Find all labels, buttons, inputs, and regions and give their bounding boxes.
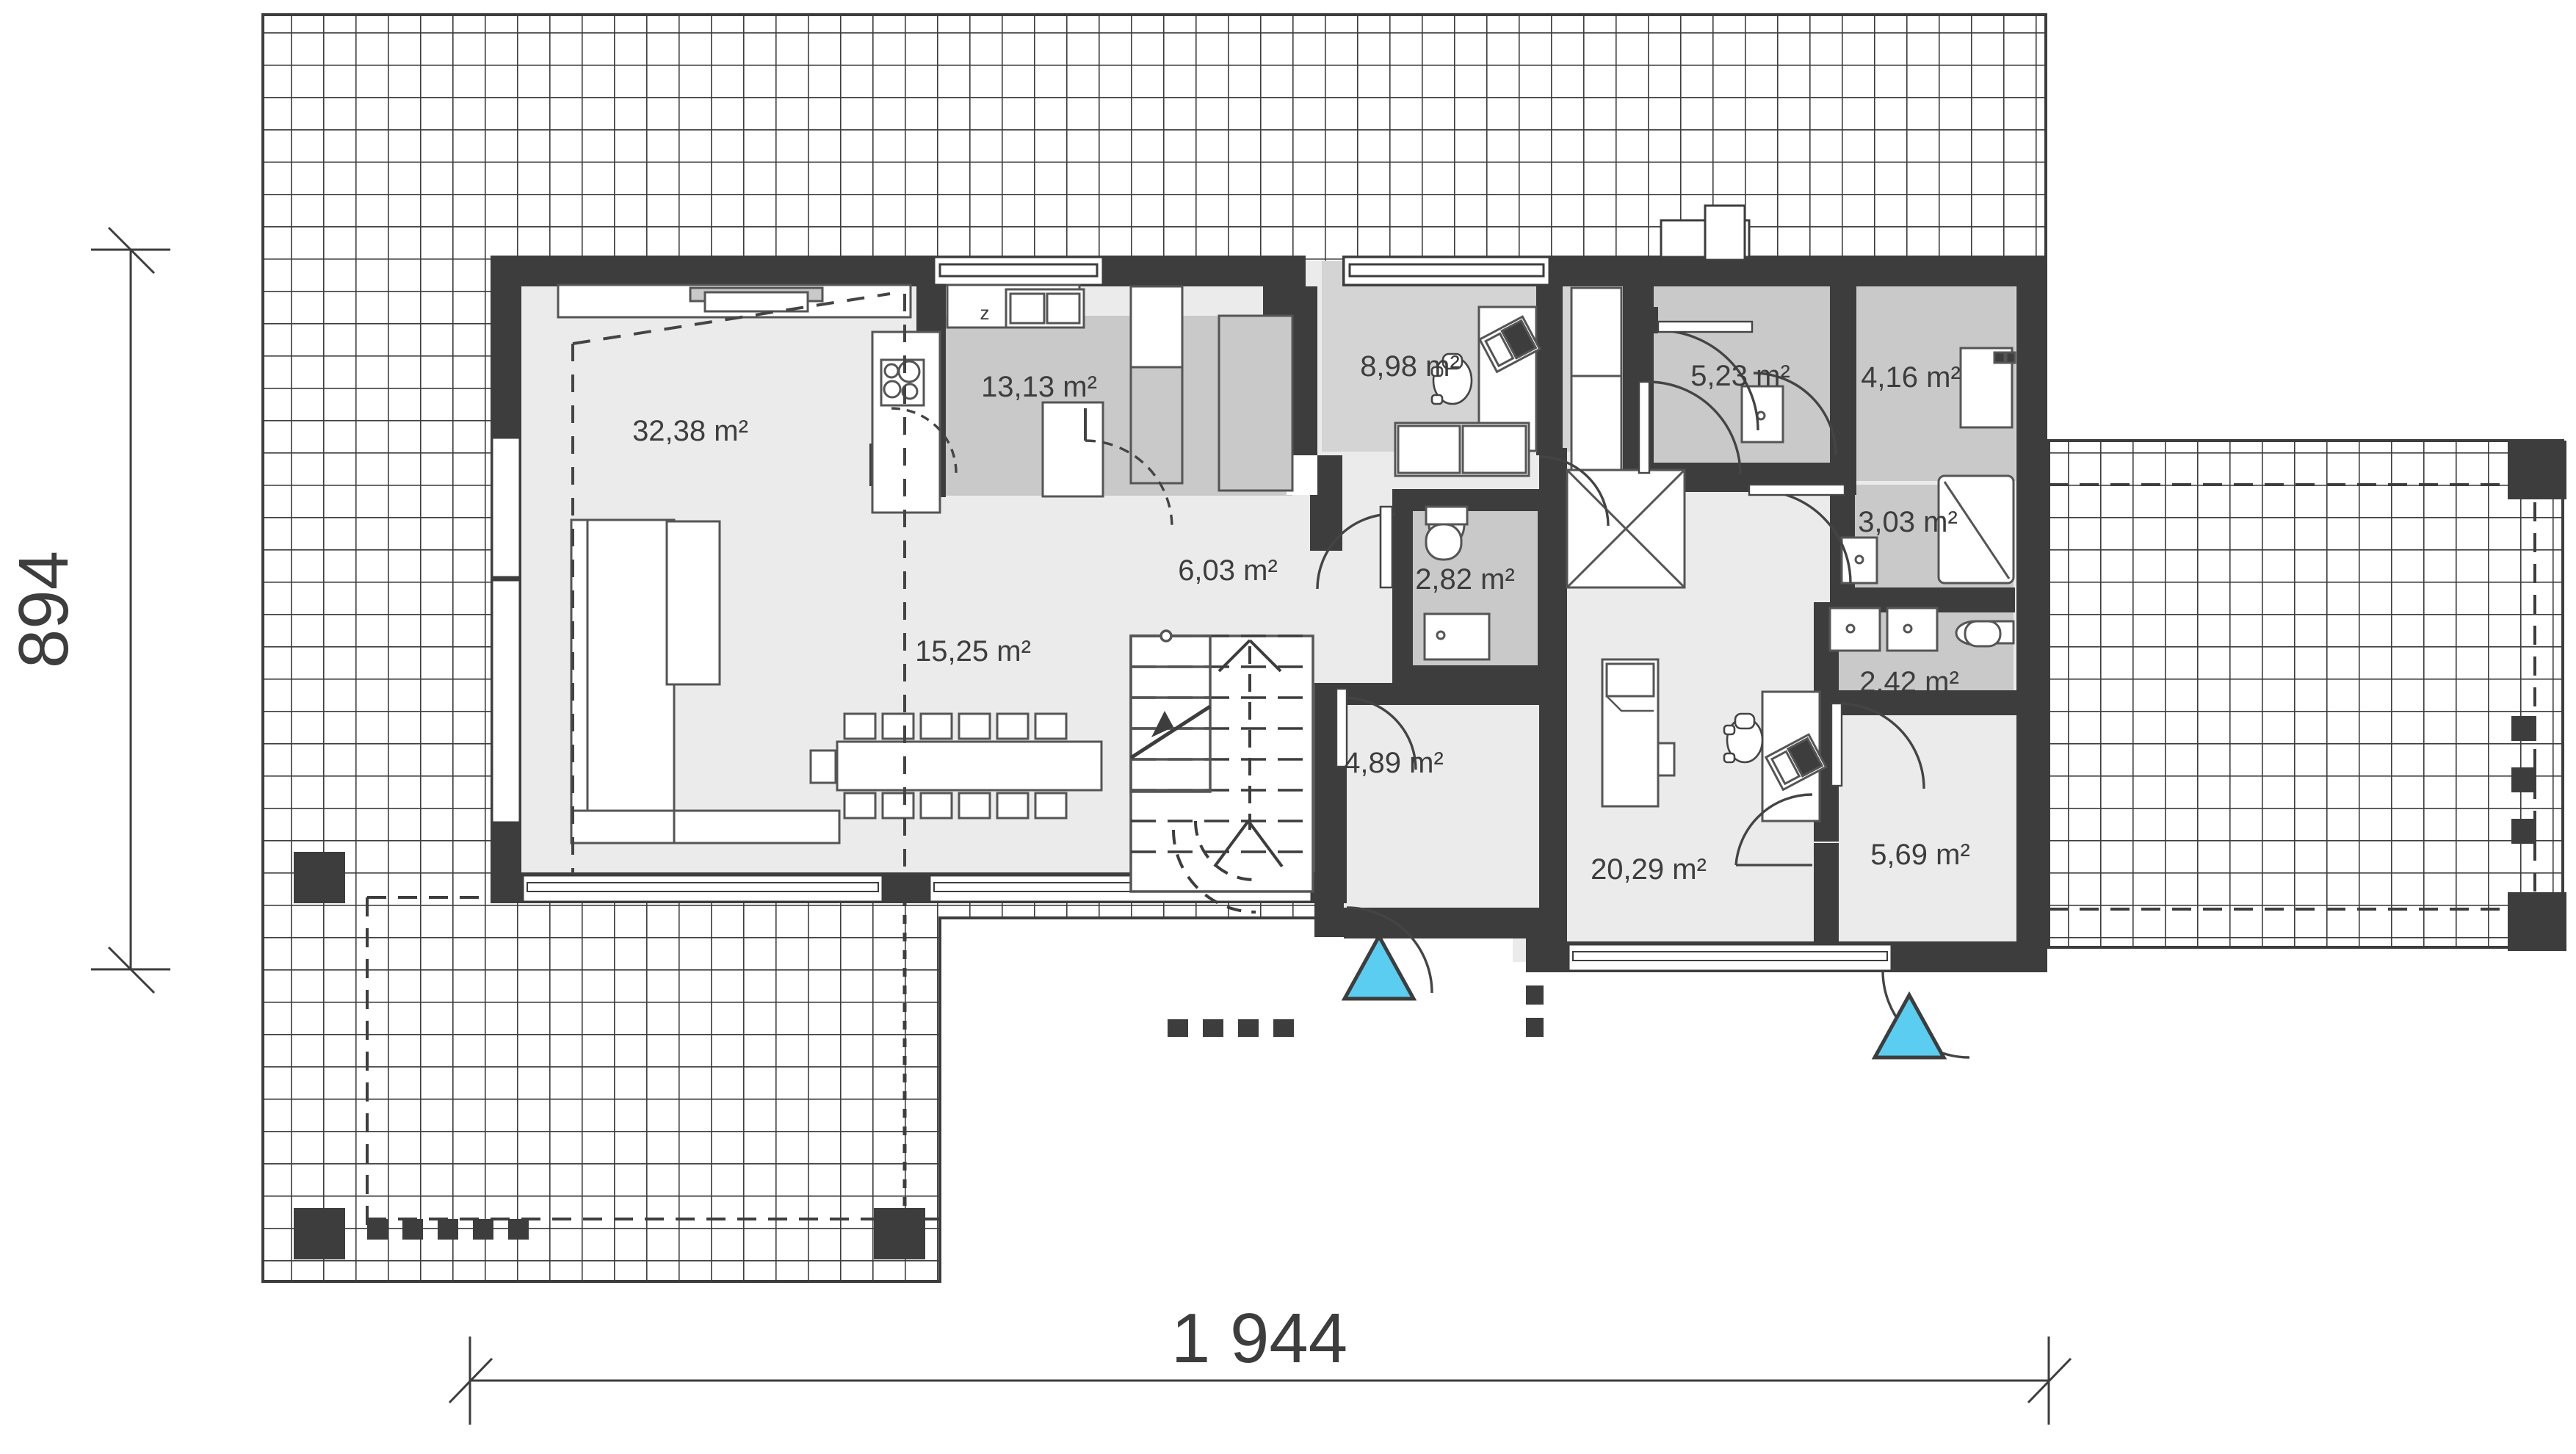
- projection-lines: [571, 292, 906, 874]
- dishwasher-marker-label: z: [980, 302, 990, 324]
- view-markers[interactable]: [1341, 932, 1947, 1060]
- dimension-lines: [91, 226, 2072, 1425]
- room-area-wardrobe: 4,16 m²: [1861, 361, 1961, 394]
- room-area-kitchen: 13,13 m²: [981, 371, 1097, 403]
- room-area-vestibule: 4,89 m²: [1344, 747, 1444, 779]
- staircase: [1129, 629, 1314, 914]
- doors: [891, 320, 1970, 1059]
- view-marker-right-icon[interactable]: [1871, 991, 1947, 1060]
- room-area-wc: 2,82 m²: [1415, 563, 1515, 596]
- room-area-office: 8,98 m²: [1360, 350, 1460, 383]
- room-area-hall: 6,03 m²: [1178, 554, 1278, 587]
- view-marker-left-icon[interactable]: [1341, 932, 1417, 1001]
- furniture: [557, 283, 2016, 844]
- room-area-labels: 32,38 m² 13,13 m² 15,25 m² 6,03 m² 8,98 …: [632, 350, 1970, 886]
- overall-height-dimension-label: 894: [4, 551, 83, 668]
- room-area-dining: 15,25 m²: [915, 635, 1031, 668]
- room-area-bedroom-2: 5,69 m²: [1870, 839, 1970, 871]
- room-area-bathroom-2: 2,42 m²: [1859, 666, 1959, 698]
- room-area-bathroom-1: 3,03 m²: [1858, 506, 1958, 538]
- room-area-living: 32,38 m²: [632, 415, 748, 447]
- overall-width-dimension-label: 1 944: [1171, 1299, 1347, 1378]
- room-area-bedroom-1: 20,29 m²: [1591, 853, 1707, 886]
- room-area-utility: 5,23 m²: [1690, 360, 1790, 392]
- terrace-columns: [294, 441, 2566, 1259]
